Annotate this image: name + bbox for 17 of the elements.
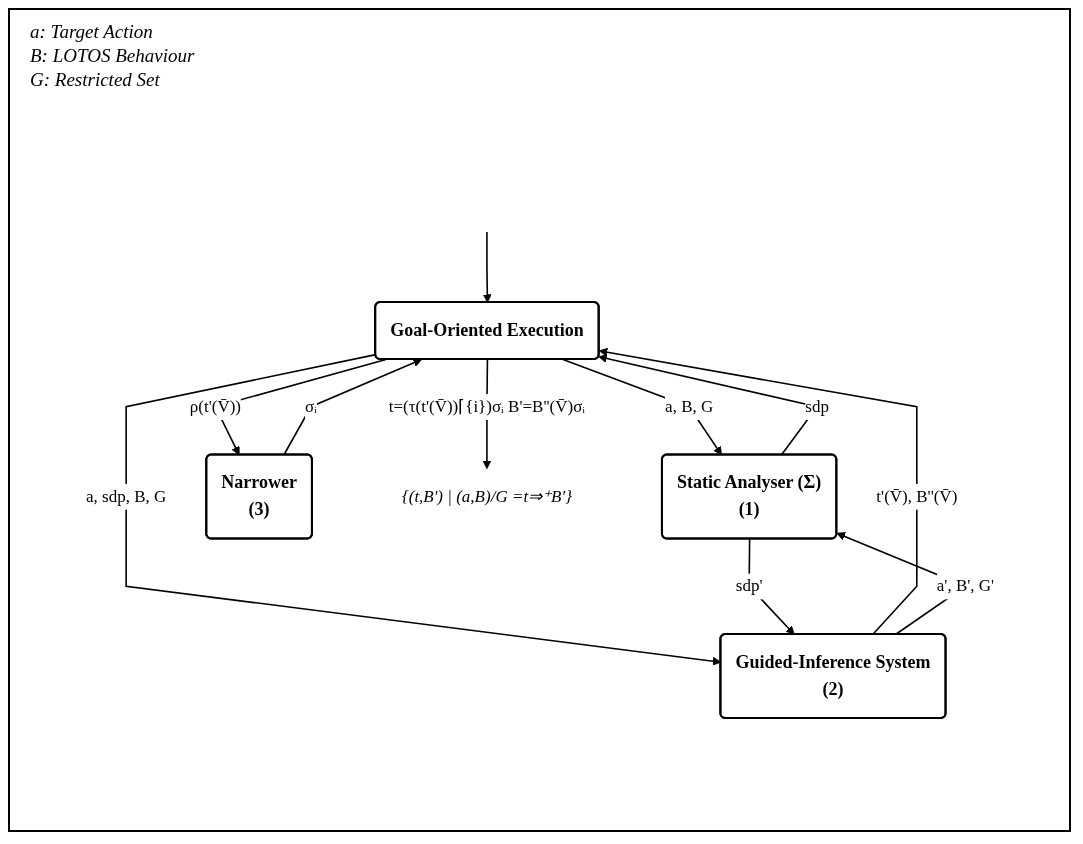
- key-text: a: Target Action: [30, 20, 153, 44]
- key-text: G: Restricted Set: [30, 68, 160, 92]
- arrow: [282, 358, 422, 456]
- arrow: [562, 358, 722, 456]
- edge-label: t=(τ(t'(V̄))⌈{i})σᵢ B'=B''(V̄)σᵢ: [388, 396, 586, 416]
- edge-label: ρ(t'(V̄)): [189, 396, 241, 416]
- key-text: B: LOTOS Behaviour: [30, 44, 195, 68]
- edge-label: sdp': [735, 576, 763, 596]
- edge-label: a, sdp, B, G: [85, 486, 167, 506]
- arrow: [125, 353, 722, 666]
- edge-label: a, B, G: [665, 396, 714, 416]
- node-text: {(t,B') | (a,B)/G =t⇒⁺B'}: [401, 486, 572, 506]
- edge-label: t'(V̄), B''(V̄): [876, 486, 958, 506]
- arrow: [482, 231, 492, 303]
- edge-label: sdp: [805, 396, 829, 416]
- edge-label: a', B', G': [936, 576, 995, 596]
- edge-label: σᵢ: [304, 396, 317, 416]
